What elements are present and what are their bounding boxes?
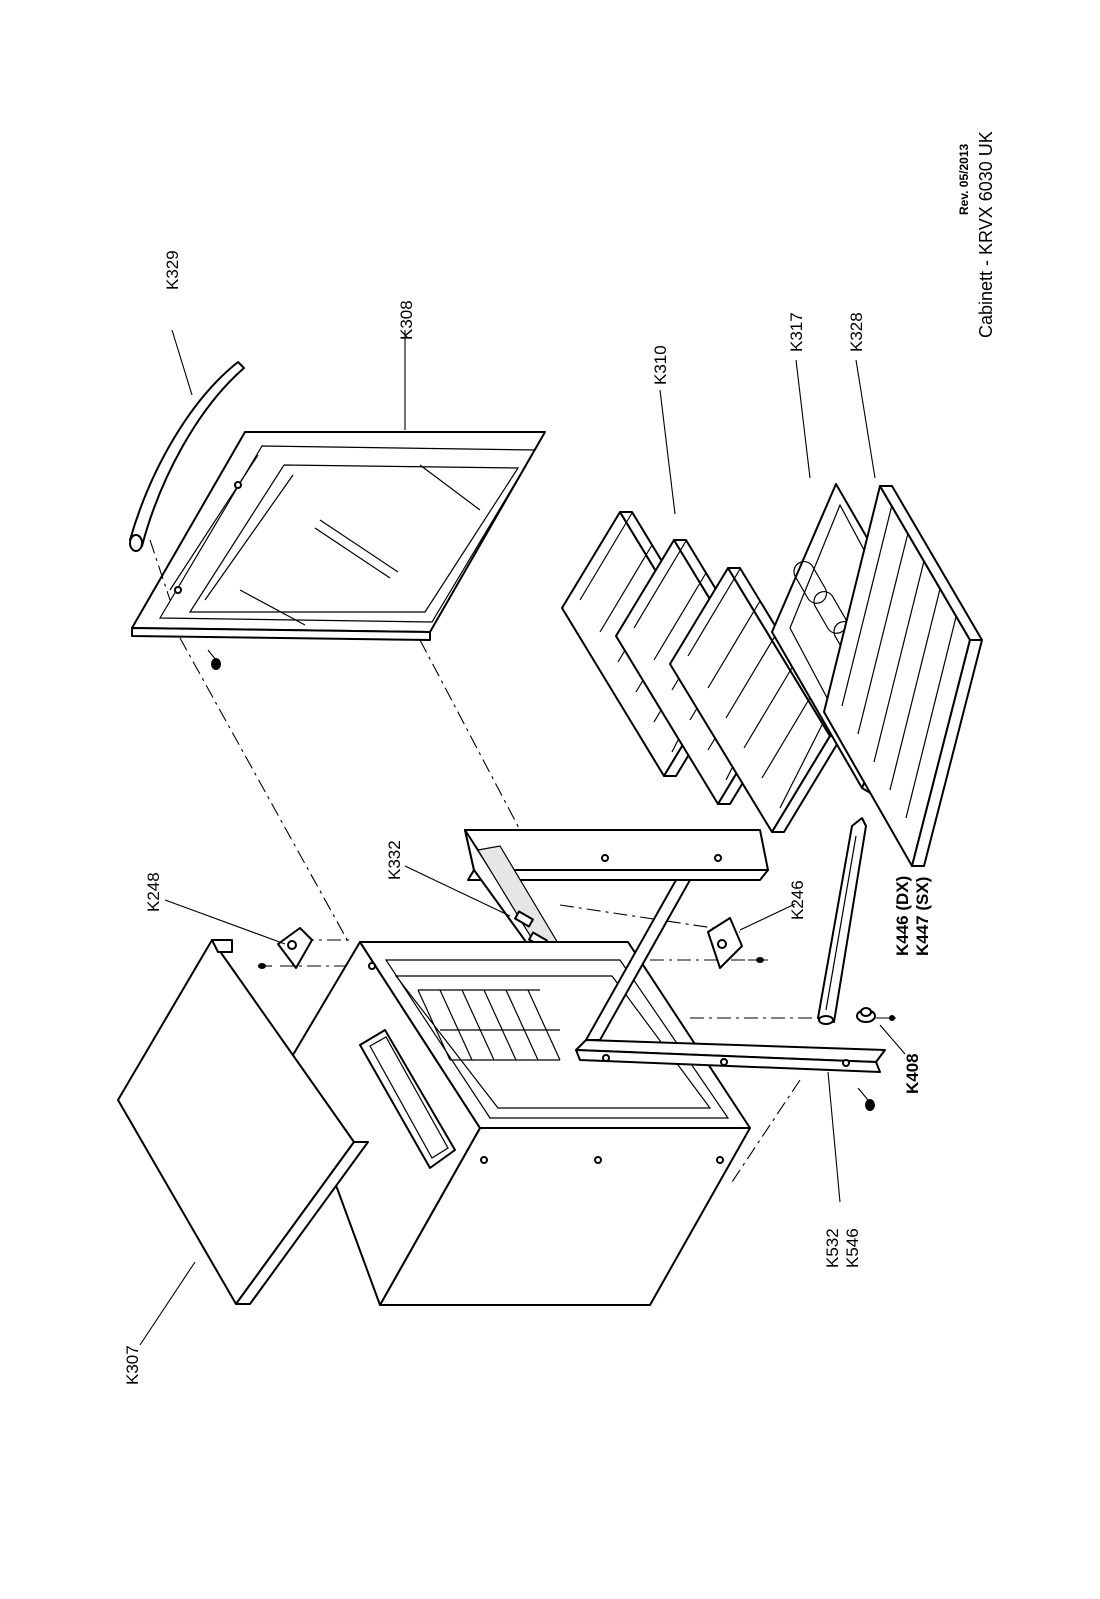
gasket-strip-k446: [817, 817, 867, 1025]
leader-lines: [139, 329, 906, 1346]
door-handle-k329: [129, 361, 245, 552]
label-k446: K446 (DX): [893, 876, 912, 956]
side-strip-k532: [575, 879, 886, 1073]
label-k532: K532: [823, 1228, 842, 1268]
label-k310: K310: [651, 345, 670, 385]
assembly-lines: [149, 539, 830, 1186]
label-k546: K546: [843, 1228, 862, 1268]
screw-icon: [857, 1087, 875, 1111]
label-k248: K248: [144, 872, 163, 912]
label-k246: K246: [788, 880, 807, 920]
bushing-k408: [856, 1007, 896, 1023]
bottom-rack-k328: [823, 485, 983, 867]
label-k447: K447 (SX): [913, 877, 932, 956]
hinge-k248: [258, 927, 313, 969]
label-k328: K328: [847, 312, 866, 352]
label-k307: K307: [123, 1345, 142, 1385]
label-k317: K317: [787, 312, 806, 352]
diagram-title: Cabinett - KRVX 6030 UK: [976, 131, 996, 338]
hinge-k246: [707, 917, 768, 969]
cabinet-body: [289, 941, 751, 1306]
revision-note: Rev. 05/2013: [957, 144, 971, 215]
label-k332: K332: [385, 840, 404, 880]
glass-door-k308: [131, 431, 546, 641]
top-cover-k307: [117, 939, 369, 1305]
label-k308: K308: [397, 300, 416, 340]
screw-icon: [207, 649, 221, 670]
label-k329: K329: [163, 250, 182, 290]
label-k408: K408: [903, 1053, 922, 1094]
